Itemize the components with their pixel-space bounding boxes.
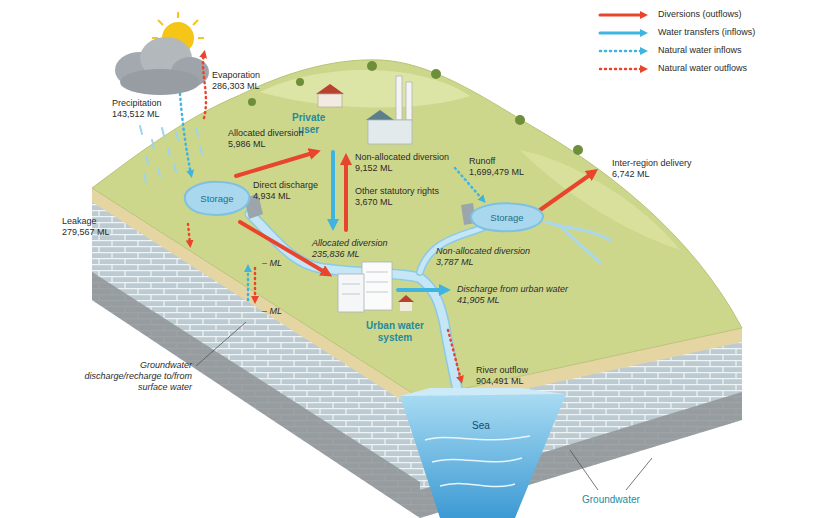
flow-label: 4,934 ML xyxy=(253,191,291,202)
flow-label: Other statutory rights xyxy=(355,186,439,197)
flow-label: Non-allocated diversion xyxy=(436,246,530,257)
flow-label: 9,152 ML xyxy=(355,163,393,174)
storage-reservoir: Storage xyxy=(468,200,546,234)
flow-label: 1,699,479 ML xyxy=(469,167,524,178)
flow-label: Direct discharge xyxy=(253,180,318,191)
flow-label: 235,836 ML xyxy=(312,249,360,260)
flow-label: 143,512 ML xyxy=(112,109,160,120)
flow-label: Inter-region delivery xyxy=(612,158,692,169)
flow-label: Evaporation xyxy=(212,70,260,81)
flow-label: Groundwater xyxy=(582,494,640,506)
flow-label: Discharge from urban water xyxy=(457,284,568,295)
flow-label: Allocated diversion xyxy=(312,238,388,249)
flow-label: Sea xyxy=(472,420,490,432)
legend-entry: Natural water outflows xyxy=(658,63,747,74)
flow-label: 5,986 ML xyxy=(228,139,266,150)
flow-label: Runoff xyxy=(469,156,495,167)
flow-label: 6,742 ML xyxy=(612,169,650,180)
flow-label: 3,787 ML xyxy=(436,257,474,268)
flow-label: 904,491 ML xyxy=(476,376,524,387)
flow-label: Non-allocated diversion xyxy=(355,152,449,163)
storage-reservoir: Storage xyxy=(182,178,252,218)
reservoir-label: Storage xyxy=(490,212,523,223)
flow-label: 286,303 ML xyxy=(212,81,260,92)
flow-label: – ML xyxy=(262,306,282,317)
flow-label: Leakage xyxy=(62,216,97,227)
flow-label: Precipitation xyxy=(112,98,162,109)
legend-entry: Natural water inflows xyxy=(658,45,742,56)
flow-label: Allocated diversion xyxy=(228,128,304,139)
flow-label: 41,905 ML xyxy=(457,295,500,306)
legend-entry: Water transfers (inflows) xyxy=(658,27,755,38)
legend-entry: Diversions (outflows) xyxy=(658,9,742,20)
flow-label: Groundwater discharge/recharge to/from s… xyxy=(82,360,192,393)
flow-label: River outflow xyxy=(476,365,528,376)
flow-label: – ML xyxy=(262,258,282,269)
reservoir-label: Storage xyxy=(200,193,233,204)
flow-label: 279,567 ML xyxy=(62,227,110,238)
flow-label: Urban water system xyxy=(360,320,430,344)
flow-label: 3,670 ML xyxy=(355,197,393,208)
